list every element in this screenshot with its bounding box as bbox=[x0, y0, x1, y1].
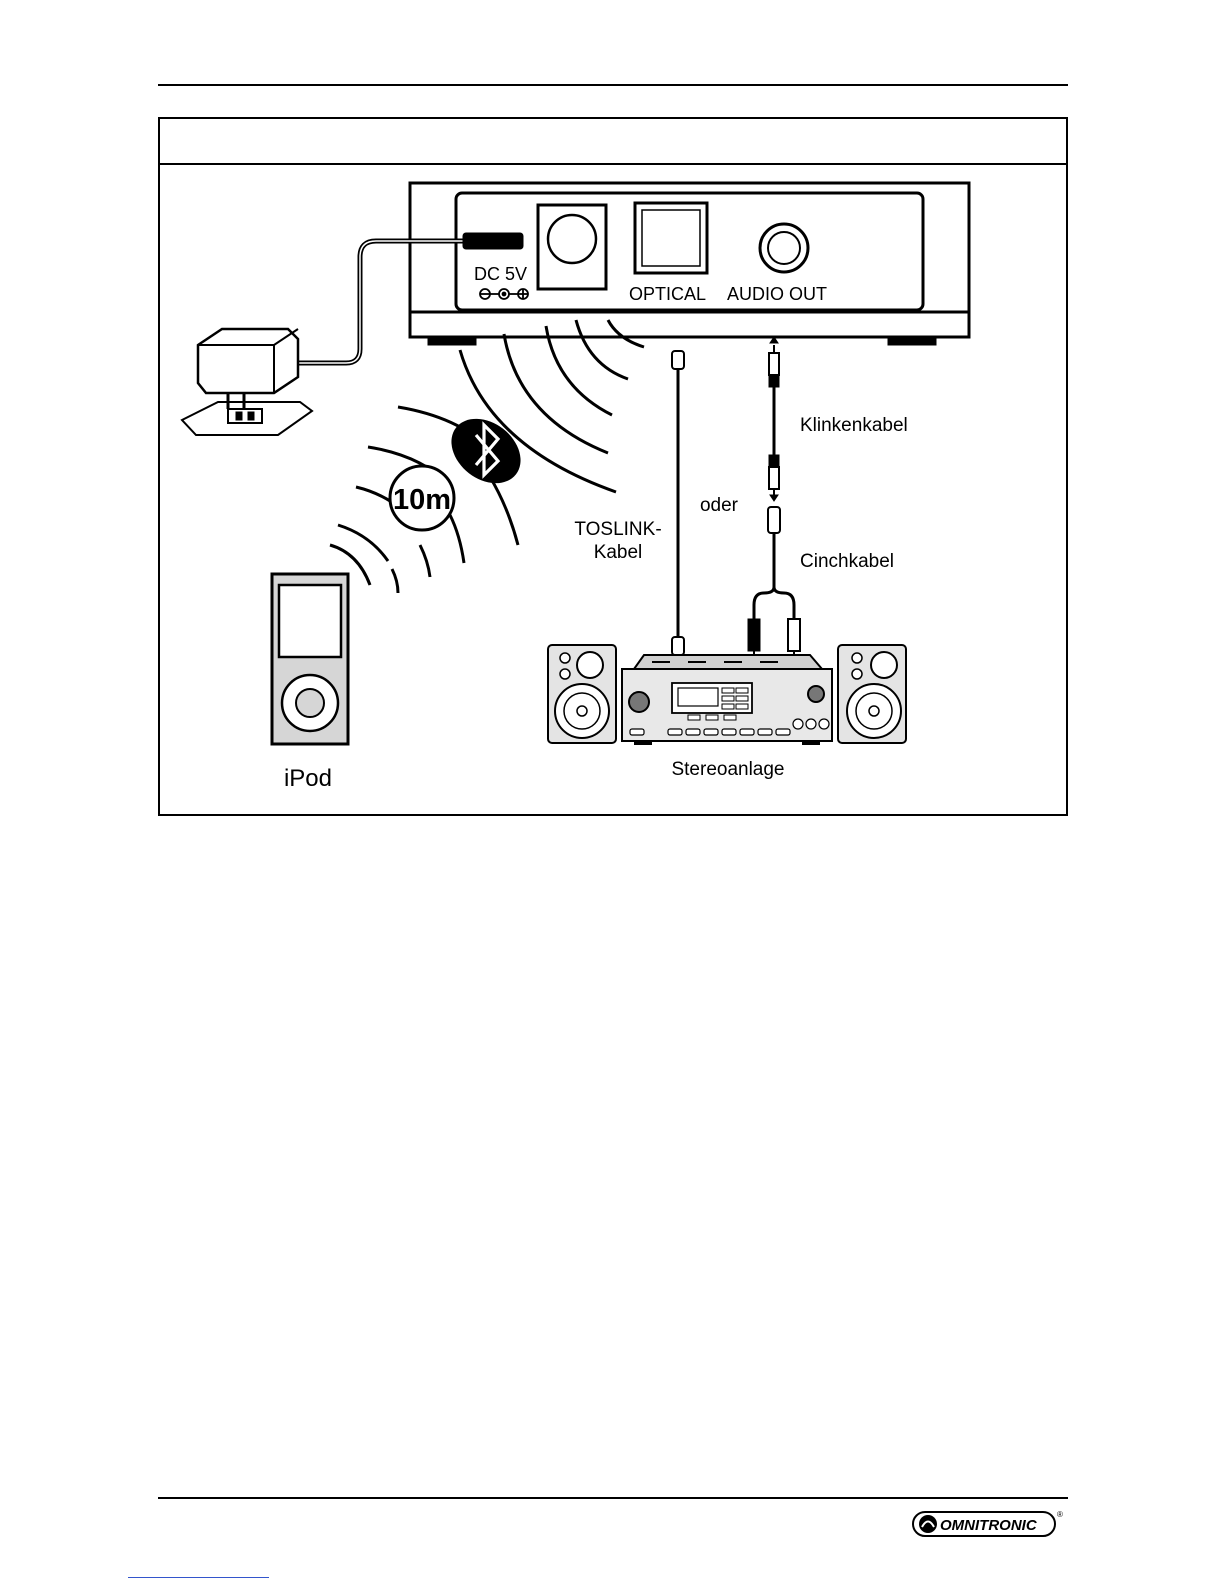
dc-label: DC 5V bbox=[474, 264, 527, 284]
cinchkabel-label: Cinchkabel bbox=[800, 551, 894, 572]
speaker-icon bbox=[548, 645, 616, 743]
klinkenkabel-label: Klinkenkabel bbox=[800, 415, 908, 436]
toslink-label-line1: TOSLINK- bbox=[574, 519, 661, 540]
bluetooth-icon bbox=[439, 406, 533, 497]
audio-out-label: AUDIO OUT bbox=[727, 284, 827, 304]
footer-rule bbox=[158, 1497, 1068, 1499]
stereoanlage-label: Stereoanlage bbox=[671, 759, 784, 780]
ipod-icon bbox=[272, 574, 348, 744]
stereo-system-icon bbox=[548, 645, 906, 745]
range-label: 10m bbox=[393, 484, 451, 516]
link-underline bbox=[128, 1577, 269, 1578]
brand-logo-icon: OMNITRONIC ® bbox=[912, 1508, 1064, 1538]
header-rule bbox=[158, 84, 1068, 86]
toslink-cable bbox=[672, 351, 684, 662]
toslink-label-line2: Kabel bbox=[594, 542, 643, 563]
jack-cable bbox=[769, 337, 779, 501]
connection-diagram: DC 5V OPTICAL AUDIO OUT bbox=[158, 117, 1068, 816]
cinch-cable bbox=[748, 507, 800, 665]
ipod-label: iPod bbox=[284, 765, 332, 792]
optical-label: OPTICAL bbox=[629, 284, 706, 304]
oder-label: oder bbox=[700, 495, 739, 516]
registered-mark: ® bbox=[1057, 1510, 1063, 1519]
brand-name: OMNITRONIC bbox=[940, 1517, 1038, 1534]
speaker-icon bbox=[838, 645, 906, 743]
